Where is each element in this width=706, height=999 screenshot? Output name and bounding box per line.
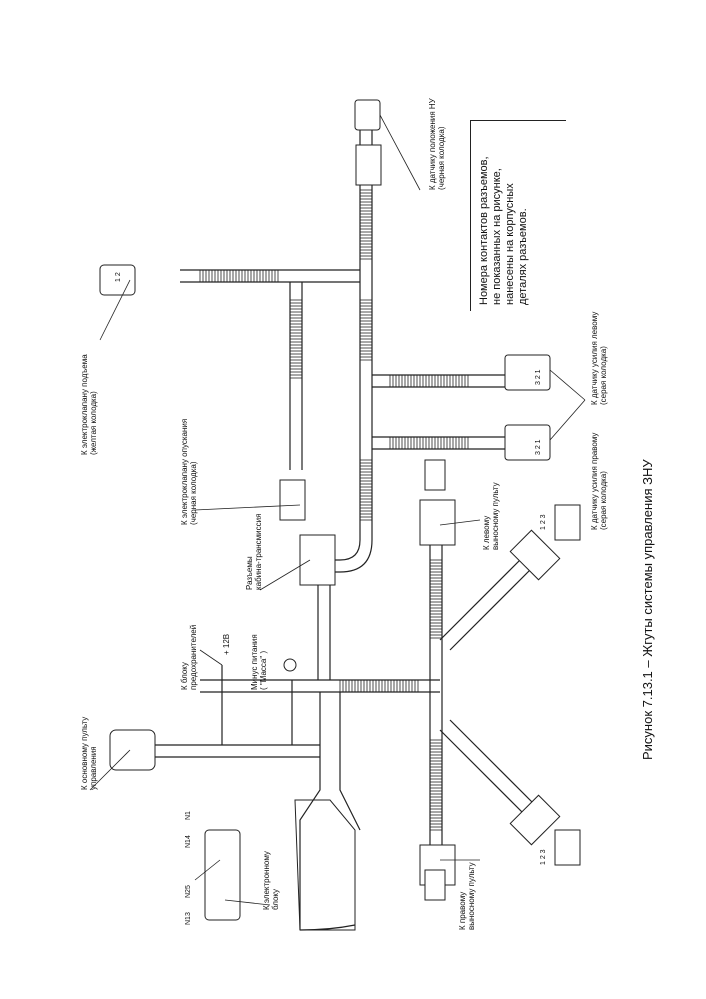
- label-fuse-block: К блоку предохранителей: [180, 625, 198, 690]
- note-frame: [470, 120, 566, 311]
- note-line-1: Номера контактов разъемов,: [478, 156, 490, 305]
- label-cab-line1: Разъемы: [245, 556, 254, 590]
- pin-force-right: 3 2 1: [535, 439, 542, 455]
- pin-n25: N25: [185, 885, 192, 898]
- small-connector-right-2: [424, 869, 446, 901]
- label-pos-sensor-line1: К датчику положения НУ: [428, 98, 437, 190]
- pin-valve-up: 1 2: [115, 272, 122, 282]
- connector-force-left: [504, 354, 551, 391]
- note-line-4: деталях разъемов.: [517, 208, 529, 305]
- label-cab-line2: кабина-трансмиссия: [254, 513, 263, 590]
- label-left-remote-line2: выносному пульту: [491, 482, 500, 550]
- small-connector-left-2: [554, 504, 581, 541]
- label-console-line1: К основному пульту: [80, 716, 89, 790]
- label-ecu-line2: блоку: [271, 888, 280, 910]
- label-ground-line2: ( "Масса" ): [259, 650, 268, 690]
- connector-pos-sensor-plug: [355, 144, 382, 186]
- label-left-remote-line1: К левому: [482, 515, 491, 550]
- note-text: Номера контактов разъемов, не показанных…: [478, 156, 530, 305]
- connector-main-console: [109, 729, 156, 771]
- connector-cab: [299, 534, 336, 586]
- note-line-3: нанесены на корпусных: [504, 183, 516, 305]
- connector-right-remote-2: [509, 794, 561, 846]
- label-valve-down-line2: (черная колодка): [189, 461, 198, 525]
- label-force-left-line2: (серая колодка): [599, 346, 608, 405]
- label-main-console: К основному пульту управления: [80, 717, 98, 790]
- connector-left-remote-2: [509, 529, 561, 581]
- label-right-remote-line2: выносному пульту: [467, 862, 476, 930]
- pin-right-remote: 1 2 3: [540, 849, 547, 865]
- label-left-remote: К левому выносному пульту: [482, 482, 500, 550]
- ecu-housing: [294, 799, 356, 931]
- label-force-right: К датчику усилия правому (серая колодка): [590, 433, 608, 530]
- ground-terminal: [283, 658, 297, 672]
- label-ecu-line1: К электронному: [262, 851, 271, 910]
- pin-n1: N1: [185, 811, 192, 820]
- label-force-left: К датчику усилия левому (серая колодка): [590, 312, 608, 405]
- label-right-remote-line1: К правому: [458, 891, 467, 930]
- pin-n14: N14: [185, 835, 192, 848]
- label-force-left-line1: К датчику усилия левому: [590, 311, 599, 405]
- label-pos-sensor: К датчику положения НУ (черная колодка): [428, 98, 446, 190]
- connector-pos-sensor: [354, 99, 381, 131]
- connector-ecu: [204, 829, 241, 921]
- figure-caption: Рисунок 7.13.1 – Жгуты системы управлени…: [640, 459, 655, 760]
- small-connector-right: [554, 829, 581, 866]
- label-valve-up-line2: (желтая колодка): [89, 391, 98, 455]
- label-plus12: + 12В: [222, 633, 231, 655]
- label-valve-down: К электроклапану опускания (черная колод…: [180, 419, 198, 525]
- connector-force-right: [504, 424, 551, 461]
- label-force-right-line1: К датчику усилия правому: [590, 432, 599, 530]
- label-cab-connectors: Разъемы кабина-трансмиссия: [245, 514, 263, 590]
- pin-n13: N13: [185, 912, 192, 925]
- label-console-line2: управления: [89, 746, 98, 790]
- connector-left-remote: [419, 499, 456, 546]
- label-fuse-line1: К блоку: [180, 662, 189, 690]
- label-valve-up: К электроклапану подъема (желтая колодка…: [80, 354, 98, 455]
- small-connector-left: [424, 459, 446, 491]
- connector-valve-down: [279, 479, 306, 521]
- label-right-remote: К правому выносному пульту: [458, 862, 476, 930]
- label-fuse-line2: предохранителей: [189, 624, 198, 690]
- label-pos-sensor-line2: (черная колодка): [437, 126, 446, 190]
- label-ground: Минус питания ( "Масса" ): [250, 634, 268, 690]
- label-valve-up-line1: К электроклапану подъема: [80, 354, 89, 455]
- pin-force-left: 3 2 1: [535, 369, 542, 385]
- label-force-right-line2: (серая колодка): [599, 471, 608, 530]
- label-valve-down-line1: К электроклапану опускания: [180, 418, 189, 525]
- harness-trunk: [320, 120, 361, 561]
- harness-branch-right-remote: [439, 729, 531, 821]
- label-ground-line1: Минус питания: [250, 634, 259, 690]
- label-ecu: К электронному блоку: [262, 851, 280, 910]
- note-line-2: не показанных на рисунке,: [491, 168, 503, 305]
- pin-left-remote: 1 2 3: [540, 514, 547, 530]
